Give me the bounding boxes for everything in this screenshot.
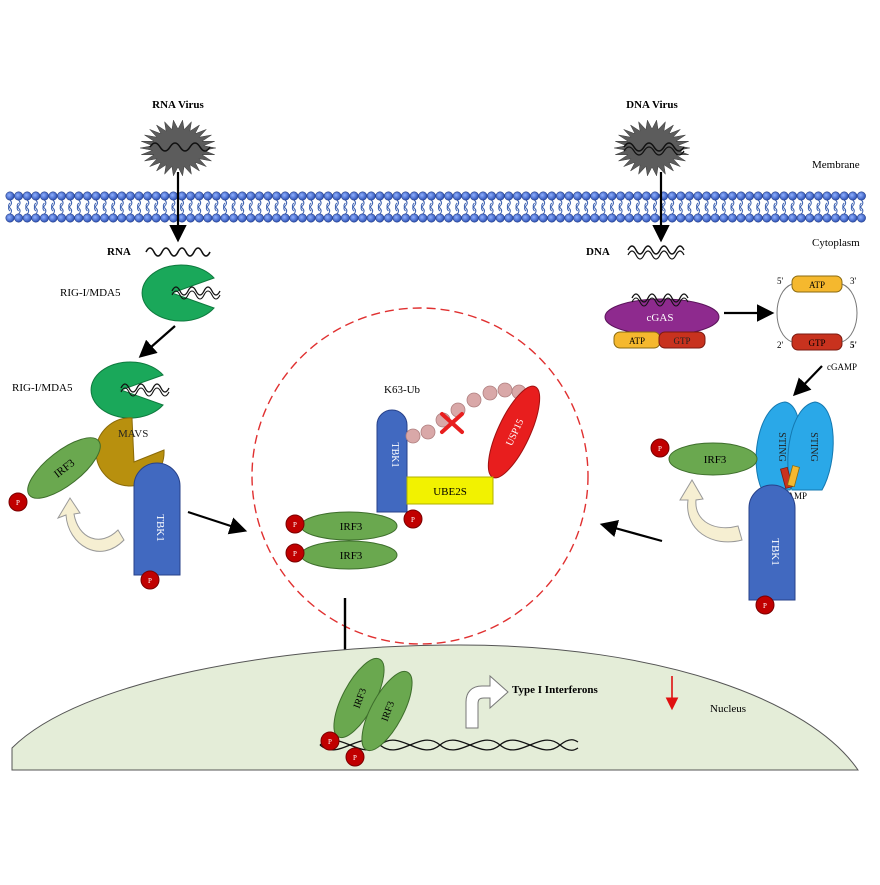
svg-text:GTP: GTP [808,338,825,348]
irf3-left: IRF3 [27,437,101,499]
cgamp-to-sting-arrow [792,365,823,397]
phospho-nucleus-a: P [320,731,340,751]
svg-text:IRF3: IRF3 [340,521,363,533]
rna-label: RNA [107,246,131,258]
svg-text:2': 2' [777,340,784,350]
phospho-tbk1-right: P [755,595,775,615]
rig-mda5-pacman-top [141,264,215,322]
svg-text:P: P [658,445,662,453]
phospho-center-irf3-b: P [285,543,305,563]
sting-label-a: STING [776,432,787,461]
rig-bound-rna-top [171,286,221,300]
svg-text:3': 3' [850,276,857,286]
tbk1-right: TBK1 [748,484,796,601]
svg-text:ATP: ATP [629,336,645,346]
k63-ub-label: K63-Ub [384,384,421,396]
cgas: cGAS [604,298,720,336]
svg-text:5': 5' [777,276,784,286]
irf3-center-b: IRF3 [300,540,398,570]
irf3-nucleus-b: IRF3 [361,670,413,752]
svg-text:P: P [293,521,297,529]
tbk1-left-label: TBK1 [154,514,166,542]
tbk1-left: TBK1 [133,462,181,576]
left-to-complex-arrow [187,510,248,535]
complex-dashed-circle [251,307,589,645]
cgas-bound-dna [631,293,689,307]
transcription-arrow [465,674,509,729]
ube2s-label: UBE2S [433,486,467,498]
irf3-center-a: IRF3 [300,511,398,541]
svg-text:P: P [353,754,357,762]
cell-membrane [5,191,866,223]
deubiquitination-block-x [440,412,464,434]
phospho-tbk1-left: P [140,570,160,590]
cytoplasm-label: Cytoplasm [812,237,860,249]
gtp-substrate: GTP [658,331,706,349]
svg-text:P: P [148,577,152,585]
mavs-label: MAVS [118,428,148,440]
phospho-irf3-left: P [8,492,28,512]
cgas-label: cGAS [647,312,674,324]
cgamp-label: cGAMP [827,362,857,372]
sting-bound-cgamp [780,465,800,489]
svg-text:P: P [763,602,767,610]
sting-label-b: STING [808,432,819,461]
membrane-label: Membrane [812,159,860,171]
rig-mda5-label-mid: RIG-I/MDA5 [12,382,73,394]
dna-strand [627,245,685,260]
rig-bound-rna-mid [120,383,170,397]
svg-text:ATP: ATP [809,280,825,290]
svg-text:P: P [293,550,297,558]
nucleus-label: Nucleus [710,703,746,715]
irf3-activation-arrow-right [679,479,743,543]
dna-virus-label: DNA Virus [626,99,678,111]
svg-text:GTP: GTP [673,336,690,346]
usp15: USP15 [487,385,541,479]
tbk1-center: TBK1 [376,409,408,513]
rig-activation-arrow [138,325,176,358]
type1-interferons-label: Type I Interferons [512,684,598,696]
rig-mda5-pacman-mid [90,361,164,419]
phospho-center-irf3-a: P [285,514,305,534]
tbk1-center-label: TBK1 [389,443,400,468]
irf3-right: IRF3 [668,442,758,476]
right-to-complex-arrow [599,520,663,543]
svg-text:5': 5' [850,340,857,350]
svg-text:IRF3: IRF3 [340,550,363,562]
ube2s: UBE2S [406,476,494,505]
irf3-right-label: IRF3 [704,454,727,466]
rna-strand [145,247,211,257]
svg-text:P: P [328,738,332,746]
phospho-center-tbk1: P [403,509,423,529]
nucleus [11,644,859,771]
rna-virus-label: RNA Virus [152,99,204,111]
irf3-activation-arrow-left [56,497,125,552]
dna-virus [614,119,690,177]
dna-label: DNA [586,246,610,258]
rna-virus [140,119,216,177]
tbk1-right-label: TBK1 [769,538,781,566]
atp-substrate: ATP [613,331,661,349]
phospho-irf3-right: P [650,438,670,458]
svg-text:P: P [411,516,415,524]
cgamp-structure: ATP GTP 5' 3' 2' 5' [776,275,858,351]
phospho-nucleus-b: P [345,747,365,767]
svg-text:P: P [16,499,20,507]
rig-mda5-label-top: RIG-I/MDA5 [60,287,121,299]
